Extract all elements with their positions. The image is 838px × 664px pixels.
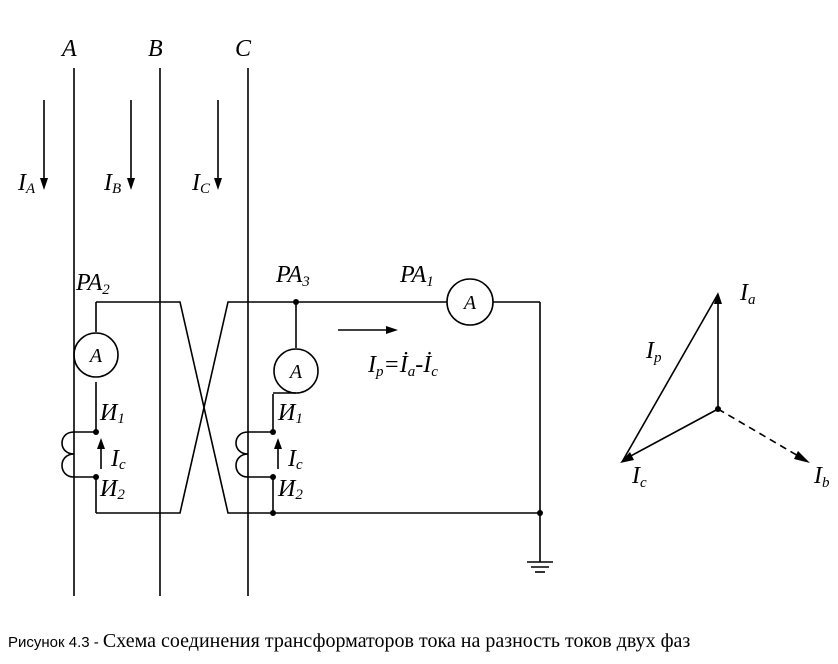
line-current-label-a: IA <box>17 170 36 197</box>
vector-ib-label: Ib <box>813 463 830 491</box>
current-transformer-left <box>61 382 105 513</box>
phase-b-label: B <box>148 36 163 62</box>
vector-ip <box>621 293 719 463</box>
line-current-arrow-c <box>214 100 222 190</box>
phase-a-label: A <box>60 36 77 62</box>
line-current-arrow-a <box>40 100 48 190</box>
line-current-label-b: IB <box>103 170 121 197</box>
ammeter-pa1-label: PA1 <box>399 262 434 290</box>
line-current-label-c: IC <box>191 170 211 197</box>
vector-ic <box>626 408 719 459</box>
relay-current-formula: Ip=İa-İc <box>367 352 438 380</box>
line-current-arrow-b <box>127 100 135 190</box>
ct-left-terminal-1: И1 <box>99 400 125 427</box>
ct-left-terminal-2: И2 <box>99 476 125 503</box>
figure-caption-text: Схема соединения трансформаторов тока на… <box>102 630 691 652</box>
figure-caption: Рисунок 4.3 - Схема соединения трансформ… <box>8 630 834 653</box>
svg-text:A: A <box>288 361 303 383</box>
ammeter-pa2-label: PA2 <box>75 270 110 298</box>
vector-ic-label: Ic <box>631 463 647 491</box>
svg-text:A: A <box>88 345 103 367</box>
vector-ia-label: Ia <box>739 280 756 308</box>
current-transformer-right <box>235 394 282 516</box>
ammeter-pa3: A <box>273 299 319 394</box>
vector-ip-label: Ip <box>645 338 662 366</box>
cross-connection <box>96 301 296 514</box>
ct-right-terminal-1: И1 <box>277 400 303 427</box>
ct-right-terminal-2: И2 <box>277 476 303 503</box>
phase-c-label: C <box>235 36 252 62</box>
relay-current-arrow <box>338 326 398 334</box>
svg-text:A: A <box>462 292 477 314</box>
ammeter-pa2: A <box>73 302 119 378</box>
ct-right-current: Ic <box>287 446 303 473</box>
ground-icon <box>527 561 553 573</box>
figure-caption-label: Рисунок 4.3 - <box>8 634 103 651</box>
ammeter-pa3-label: PA3 <box>275 262 310 290</box>
ct-left-current: Ic <box>110 446 126 473</box>
vector-ib <box>717 408 801 458</box>
vector-diagram <box>620 292 810 463</box>
ammeter-pa1: A <box>273 278 543 562</box>
